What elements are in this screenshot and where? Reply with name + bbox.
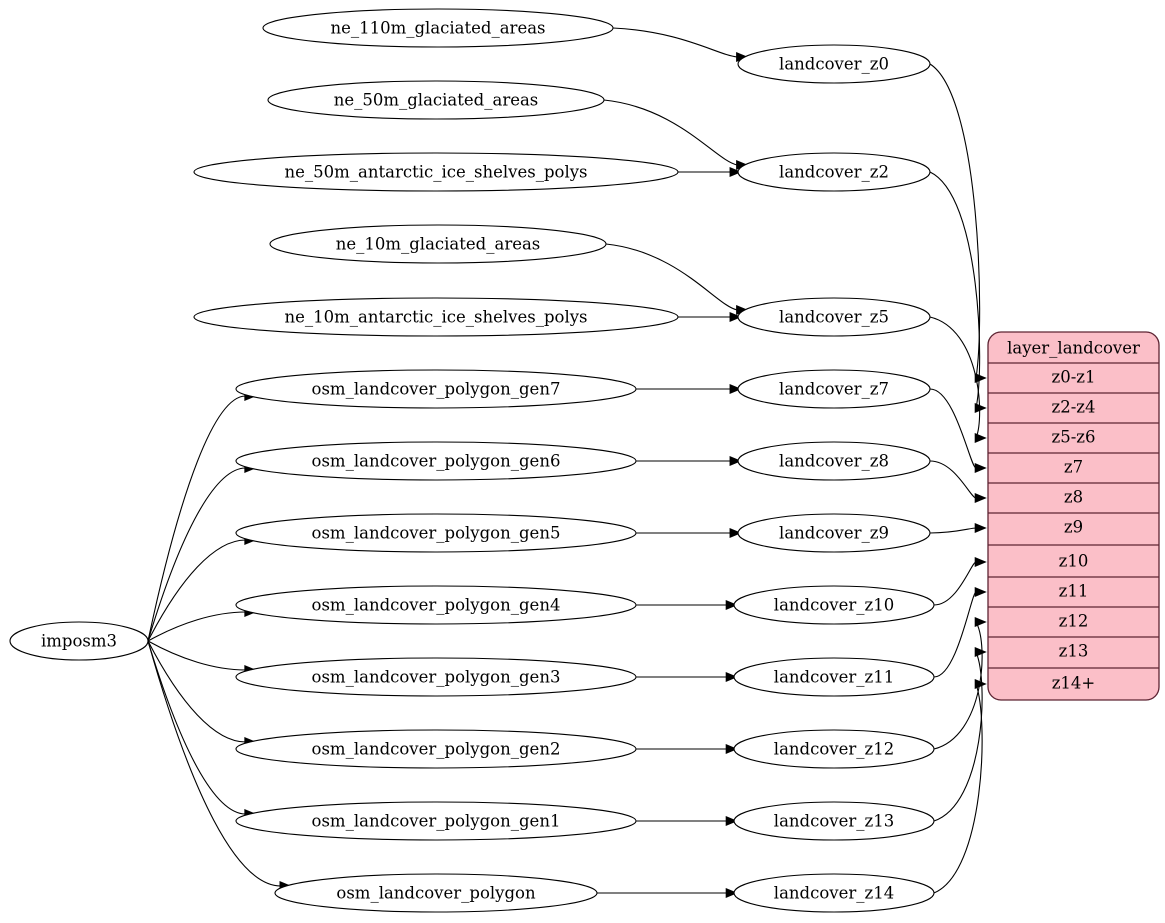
node-shape-landcover_z14 xyxy=(733,873,935,913)
node-shape-ne_50m_glaciated_areas xyxy=(267,80,605,120)
edge-arrowhead xyxy=(974,678,987,690)
node-ne_50m_glaciated_areas[interactable]: ne_50m_glaciated_areas xyxy=(267,80,605,120)
edge-ne_10m_glaciated_areas-to-landcover_z5 xyxy=(605,243,738,311)
node-landcover_z9[interactable]: landcover_z9 xyxy=(737,513,931,553)
node-osm_landcover_polygon_gen1[interactable]: osm_landcover_polygon_gen1 xyxy=(235,801,637,841)
edge-landcover_z14-to-layer_landcover-z14+ xyxy=(933,683,983,894)
node-shape-landcover_z13 xyxy=(733,801,935,841)
edge-arrowhead xyxy=(729,383,742,395)
edge-arrowhead xyxy=(974,432,987,444)
node-shape-osm_landcover_polygon_gen4 xyxy=(235,585,637,625)
node-shape-osm_landcover_polygon_gen1 xyxy=(235,801,637,841)
nodes-layer: imposm3 ne_110m_glaciated_areas ne_50m_gla… xyxy=(9,8,935,913)
node-ne_10m_antarctic_ice_shelves_polys[interactable]: ne_10m_antarctic_ice_shelves_polys xyxy=(193,297,679,337)
edge-arrowhead xyxy=(725,887,738,899)
edge-arrowhead xyxy=(974,492,987,504)
edge-arrowhead xyxy=(974,522,987,534)
node-shape-osm_landcover_polygon_gen5 xyxy=(235,513,637,553)
layer-landcover-table[interactable]: layer_landcoverz0-z1z2-z4z5-z6z7z8z9z10z… xyxy=(987,331,1160,701)
node-landcover_z2[interactable]: landcover_z2 xyxy=(737,152,931,192)
edge-arrowhead xyxy=(725,599,738,611)
node-imposm3[interactable]: imposm3 xyxy=(9,621,149,661)
edge-arrowhead xyxy=(974,586,987,598)
node-landcover_z13[interactable]: landcover_z13 xyxy=(733,801,935,841)
node-ne_110m_glaciated_areas[interactable]: ne_110m_glaciated_areas xyxy=(262,8,614,48)
edge-arrowhead xyxy=(725,671,738,683)
node-landcover_z7[interactable]: landcover_z7 xyxy=(737,369,931,409)
node-shape-ne_10m_glaciated_areas xyxy=(269,224,607,264)
node-shape-landcover_z7 xyxy=(737,369,931,409)
node-ne_50m_antarctic_ice_shelves_polys[interactable]: ne_50m_antarctic_ice_shelves_polys xyxy=(193,152,679,192)
node-shape-landcover_z11 xyxy=(733,657,935,697)
node-shape-landcover_z10 xyxy=(733,585,935,625)
node-ne_10m_glaciated_areas[interactable]: ne_10m_glaciated_areas xyxy=(269,224,607,264)
edge-arrowhead xyxy=(725,815,738,827)
edge-imposm3-to-osm_landcover_polygon xyxy=(147,640,281,887)
edge-landcover_z11-to-layer_landcover-z11 xyxy=(933,591,977,678)
edge-arrowhead xyxy=(974,402,987,414)
edge-arrowhead xyxy=(974,556,987,568)
edge-imposm3-to-osm_landcover_polygon_gen6 xyxy=(147,467,246,642)
edge-landcover_z13-to-layer_landcover-z13 xyxy=(933,651,983,822)
node-osm_landcover_polygon_gen6[interactable]: osm_landcover_polygon_gen6 xyxy=(235,441,637,481)
edge-imposm3-to-osm_landcover_polygon_gen2 xyxy=(147,640,246,743)
table-body xyxy=(987,331,1160,701)
node-shape-ne_50m_antarctic_ice_shelves_polys xyxy=(193,152,679,192)
edge-imposm3-to-osm_landcover_polygon_gen3 xyxy=(147,640,246,671)
edge-imposm3-to-osm_landcover_polygon_gen7 xyxy=(147,395,246,642)
node-shape-imposm3 xyxy=(9,621,149,661)
edge-arrowhead xyxy=(725,743,738,755)
node-osm_landcover_polygon_gen3[interactable]: osm_landcover_polygon_gen3 xyxy=(235,657,637,697)
edge-imposm3-to-osm_landcover_polygon_gen5 xyxy=(147,539,246,642)
edge-landcover_z12-to-layer_landcover-z12 xyxy=(933,621,983,750)
edge-landcover_z9-to-layer_landcover-z9 xyxy=(929,527,977,534)
edge-landcover_z0-to-layer_landcover-z0-z1 xyxy=(929,63,981,379)
node-shape-osm_landcover_polygon_gen7 xyxy=(235,369,637,409)
node-shape-osm_landcover_polygon_gen6 xyxy=(235,441,637,481)
edge-arrowhead xyxy=(729,455,742,467)
node-shape-osm_landcover_polygon_gen2 xyxy=(235,729,637,769)
edge-ne_110m_glaciated_areas-to-landcover_z0 xyxy=(612,27,738,58)
edge-arrowhead xyxy=(729,166,742,178)
node-osm_landcover_polygon_gen7[interactable]: osm_landcover_polygon_gen7 xyxy=(235,369,637,409)
node-shape-ne_110m_glaciated_areas xyxy=(262,8,614,48)
node-osm_landcover_polygon[interactable]: osm_landcover_polygon xyxy=(274,873,598,913)
node-shape-landcover_z12 xyxy=(733,729,935,769)
edge-arrowhead xyxy=(729,527,742,539)
node-landcover_z11[interactable]: landcover_z11 xyxy=(733,657,935,697)
edge-arrowhead xyxy=(974,462,987,474)
table-layer_landcover[interactable]: layer_landcoverz0-z1z2-z4z5-z6z7z8z9z10z… xyxy=(987,331,1160,701)
edge-imposm3-to-osm_landcover_polygon_gen1 xyxy=(147,640,246,815)
node-shape-osm_landcover_polygon_gen3 xyxy=(235,657,637,697)
edge-landcover_z7-to-layer_landcover-z7 xyxy=(929,388,977,469)
node-landcover_z14[interactable]: landcover_z14 xyxy=(733,873,935,913)
edge-landcover_z5-to-layer_landcover-z5-z6 xyxy=(929,316,981,439)
edge-arrowhead xyxy=(974,372,987,384)
edge-imposm3-to-osm_landcover_polygon_gen4 xyxy=(147,611,246,642)
node-landcover_z8[interactable]: landcover_z8 xyxy=(737,441,931,481)
node-osm_landcover_polygon_gen5[interactable]: osm_landcover_polygon_gen5 xyxy=(235,513,637,553)
edge-arrowhead xyxy=(974,646,987,658)
node-landcover_z10[interactable]: landcover_z10 xyxy=(733,585,935,625)
node-osm_landcover_polygon_gen2[interactable]: osm_landcover_polygon_gen2 xyxy=(235,729,637,769)
edge-landcover_z2-to-layer_landcover-z2-z4 xyxy=(929,171,981,409)
node-shape-landcover_z5 xyxy=(737,297,931,337)
node-shape-osm_landcover_polygon xyxy=(274,873,598,913)
node-landcover_z12[interactable]: landcover_z12 xyxy=(733,729,935,769)
edge-landcover_z8-to-layer_landcover-z8 xyxy=(929,460,977,499)
node-osm_landcover_polygon_gen4[interactable]: osm_landcover_polygon_gen4 xyxy=(235,585,637,625)
node-landcover_z5[interactable]: landcover_z5 xyxy=(737,297,931,337)
edge-arrowhead xyxy=(974,616,987,628)
node-shape-landcover_z8 xyxy=(737,441,931,481)
node-landcover_z0[interactable]: landcover_z0 xyxy=(737,44,931,84)
node-shape-landcover_z0 xyxy=(737,44,931,84)
edge-arrowhead xyxy=(729,311,742,323)
node-shape-landcover_z2 xyxy=(737,152,931,192)
edge-ne_50m_glaciated_areas-to-landcover_z2 xyxy=(603,99,738,166)
node-shape-landcover_z9 xyxy=(737,513,931,553)
node-shape-ne_10m_antarctic_ice_shelves_polys xyxy=(193,297,679,337)
edge-landcover_z10-to-layer_landcover-z10 xyxy=(933,561,977,606)
